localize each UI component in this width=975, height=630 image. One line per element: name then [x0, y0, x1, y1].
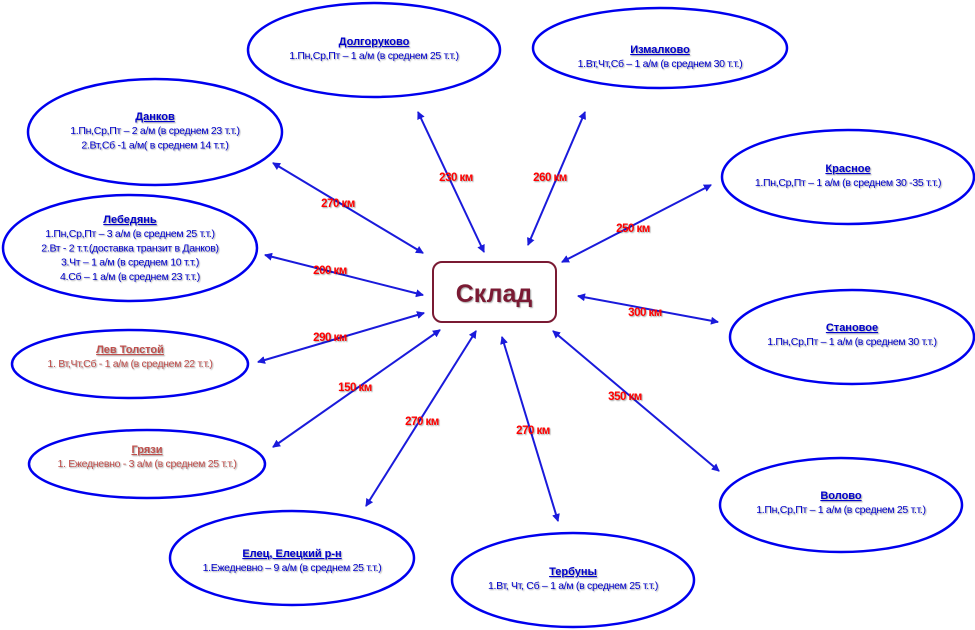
node-ellipse: [728, 288, 975, 386]
node-ellipse: [720, 128, 975, 226]
distance-label-terbuny: 270 км: [516, 425, 550, 437]
node-title: Данков: [135, 111, 175, 123]
node-title: Становое: [826, 322, 878, 334]
node-ellipse: [246, 1, 502, 99]
node-terbuny: Тербуны 1.Вт, Чт, Сб – 1 а/м (в среднем 2…: [450, 531, 696, 629]
distance-label-stanovoe: 300 км: [628, 307, 662, 319]
node-schedule-line: 1.Вт,Чт,Сб – 1 а/м (в среднем 30 т.т.): [578, 58, 743, 70]
node-schedule-line: 4.Сб – 1 а/м (в среднем 23 т.т.): [60, 271, 200, 283]
node-schedule-line: 1.Вт, Чт, Сб – 1 а/м (в среднем 25 т.т.): [488, 580, 658, 592]
node-title: Долгоруково: [339, 36, 410, 48]
distance-label-izmalkovo: 260 км: [533, 172, 567, 184]
node-ellipse: [10, 328, 250, 400]
node-schedule-line: 1.Пн,Ср,Пт – 1 а/м (в среднем 25 т.т.): [289, 50, 458, 62]
distance-label-krasnoe: 250 км: [616, 223, 650, 235]
node-ellipse: [27, 428, 267, 500]
hub-box: Склад: [432, 261, 557, 323]
node-elets: Елец, Елецкий р-н 1.Ежедневно – 9 а/м (в …: [168, 509, 416, 607]
connector-arrow-terbuny: [500, 336, 560, 522]
node-stanovoe: Становое 1.Пн,Ср,Пт – 1 а/м (в среднем 30…: [728, 288, 975, 386]
node-dankov: Данков 1.Пн,Ср,Пт – 2 а/м (в среднем 23 т…: [26, 77, 284, 187]
node-lebedyan: Лебедянь 1.Пн,Ср,Пт – 3 а/м (в среднем 25…: [1, 193, 259, 303]
node-schedule-line: 2.Вт - 2 т.т.(доставка транзит в Данков): [41, 242, 218, 254]
node-schedule-line: 1.Пн,Ср,Пт – 1 а/м (в среднем 30 т.т.): [767, 336, 936, 348]
node-title: Волово: [820, 490, 862, 502]
node-title: Лебедянь: [103, 214, 157, 226]
distance-label-elets: 270 км: [405, 416, 439, 428]
node-krasnoe: Красное 1.Пн,Ср,Пт – 1 а/м (в среднем 30 …: [720, 128, 975, 226]
node-schedule-line: 1. Вт,Чт,Сб - 1 а/м (в среднем 22 т.т.): [47, 358, 212, 370]
node-schedule-line: 1. Ежедневно - 3 а/м (в среднем 25 т.т.): [57, 458, 236, 470]
node-izmalkovo: Измалково 1.Вт,Чт,Сб – 1 а/м (в среднем 3…: [531, 6, 789, 90]
node-schedule-line: 1.Пн,Ср,Пт – 1 а/м (в среднем 25 т.т.): [756, 504, 925, 516]
node-schedule-line: 1.Пн,Ср,Пт – 3 а/м (в среднем 25 т.т.): [45, 228, 214, 240]
distance-label-gryazi: 150 км: [338, 382, 372, 394]
node-title: Красное: [825, 163, 870, 175]
node-ellipse: [168, 509, 416, 607]
distance-label-volovo: 350 км: [608, 391, 642, 403]
node-title: Елец, Елецкий р-н: [242, 548, 341, 560]
connector-arrow-krasnoe: [561, 184, 712, 263]
node-title: Лев Толстой: [96, 344, 164, 356]
node-title: Тербуны: [549, 566, 597, 578]
node-ellipse: [1, 193, 259, 303]
node-ellipse: [26, 77, 284, 187]
connector-arrow-dankov: [272, 162, 424, 254]
connector-arrow-dolgorukovo: [417, 111, 485, 253]
distance-label-dolgorukovo: 230 км: [439, 172, 473, 184]
node-lev-tolstoy: Лев Толстой 1. Вт,Чт,Сб - 1 а/м (в средне…: [10, 328, 250, 400]
node-schedule-line: 1.Пн,Ср,Пт – 2 а/м (в среднем 23 т.т.): [70, 125, 239, 137]
node-ellipse: [718, 456, 964, 554]
node-title: Грязи: [131, 444, 162, 456]
distance-label-lev-tolstoy: 290 км: [313, 332, 347, 344]
node-schedule-line: 1.Ежедневно – 9 а/м (в среднем 25 т.т.): [203, 562, 382, 574]
node-volovo: Волово 1.Пн,Ср,Пт – 1 а/м (в среднем 25 т…: [718, 456, 964, 554]
connector-arrow-lebedyan: [264, 252, 424, 298]
node-title: Измалково: [630, 44, 690, 56]
node-schedule-line: 3.Чт – 1 а/м (в среднем 10 т.т.): [61, 257, 199, 269]
node-gryazi: Грязи 1. Ежедневно - 3 а/м (в среднем 25 …: [27, 428, 267, 500]
node-schedule-line: 1.Пн,Ср,Пт – 1 а/м (в среднем 30 -35 т.т…: [755, 177, 941, 189]
connector-arrow-izmalkovo: [527, 111, 586, 246]
hub-label: Склад: [456, 280, 533, 308]
connector-arrow-volovo: [552, 330, 720, 472]
distance-label-dankov: 270 км: [321, 198, 355, 210]
connector-arrow-elets: [365, 330, 477, 507]
distance-label-lebedyan: 200 км: [313, 265, 347, 277]
node-ellipse: [531, 6, 789, 90]
node-ellipse: [450, 531, 696, 629]
node-schedule-line: 2.Вт,Сб -1 а/м( в среднем 14 т.т.): [81, 139, 228, 151]
connector-arrow-stanovoe: [577, 293, 719, 325]
node-dolgorukovo: Долгоруково 1.Пн,Ср,Пт – 1 а/м (в среднем…: [246, 1, 502, 99]
